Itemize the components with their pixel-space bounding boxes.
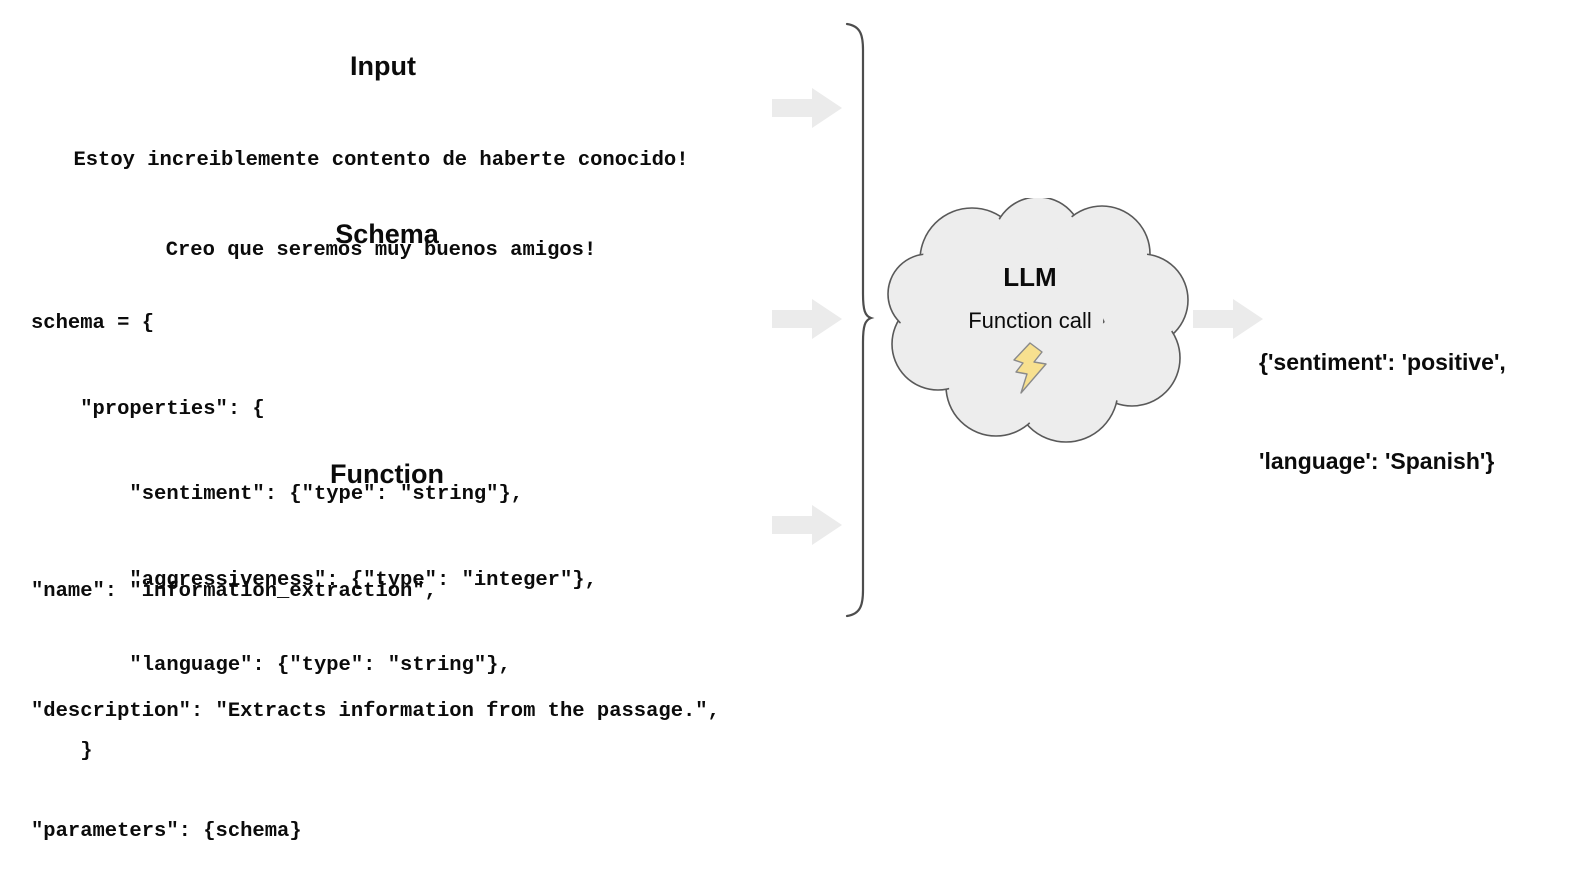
input-text-block: Estoy increiblemente contento de haberte…: [0, 86, 762, 296]
lightning-bolt-icon: [1010, 342, 1052, 394]
schema-line: "aggressiveness": {"type": "integer"},: [31, 568, 597, 592]
schema-line: schema = {: [31, 312, 155, 335]
function-code-block: "name": "information_extraction", "descr…: [31, 492, 720, 892]
function-heading: Function: [330, 459, 444, 489]
function-arrow: [772, 505, 842, 545]
llm-subtitle: Function call: [968, 308, 1092, 333]
schema-line: "sentiment": {"type": "string"},: [31, 483, 524, 506]
schema-line: "properties": {: [31, 397, 265, 421]
output-result-text: {'sentiment': 'positive', 'language': 'S…: [1259, 280, 1579, 511]
schema-heading: Schema: [335, 219, 439, 249]
grouping-brace: [833, 20, 881, 620]
function-line: "parameters": {schema}: [31, 820, 302, 843]
output-arrow: [1193, 299, 1263, 339]
function-line: "name": "information_extraction",: [31, 580, 437, 603]
llm-title: LLM: [1003, 262, 1057, 292]
function-line: "description": "Extracts information fro…: [31, 700, 720, 723]
schema-arrow: [772, 299, 842, 339]
input-line: Creo que seremos muy buenos amigos!: [165, 239, 597, 262]
input-line: Estoy increiblemente contento de haberte…: [73, 149, 689, 172]
output-line: {'sentiment': 'positive',: [1259, 349, 1506, 375]
input-heading: Input: [350, 51, 416, 81]
output-line: 'language': 'Spanish'}: [1259, 448, 1495, 474]
input-arrow: [772, 88, 842, 128]
